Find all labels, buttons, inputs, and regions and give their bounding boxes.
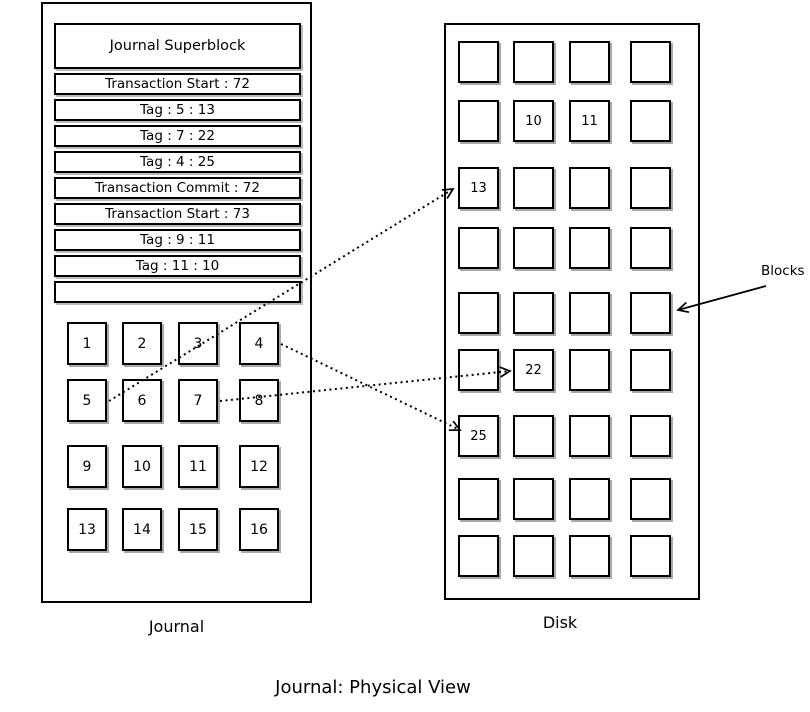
journal-block-15: 15	[178, 508, 218, 551]
blocks-label: Blocks	[761, 263, 805, 279]
disk-block-r3-c2	[513, 167, 554, 209]
disk-block-r9-c2	[513, 535, 554, 577]
disk-block-25: 25	[458, 415, 499, 457]
journal-block-5: 5	[67, 379, 107, 422]
disk-block-r6-c4	[630, 349, 671, 391]
superblock-row-2: Tag : 5 : 13	[54, 99, 301, 121]
journal-block-2: 2	[122, 322, 162, 365]
superblock-row-3: Tag : 7 : 22	[54, 125, 301, 147]
disk-block-r4-c2	[513, 227, 554, 269]
disk-block-r1-c4	[630, 41, 671, 83]
superblock-rows: Transaction Start : 72 Tag : 5 : 13 Tag : …	[54, 73, 301, 303]
disk-block-r6-c1	[458, 349, 499, 391]
disk-block-r5-c4	[630, 292, 671, 334]
disk-block-r7-c4	[630, 415, 671, 457]
disk-block-r8-c4	[630, 478, 671, 520]
journal-block-10: 10	[122, 445, 162, 488]
disk-block-13: 13	[458, 167, 499, 209]
journal-block-1: 1	[67, 322, 107, 365]
disk-block-r9-c3	[569, 535, 610, 577]
disk-block-r2-c4	[630, 100, 671, 142]
disk-block-r9-c4	[630, 535, 671, 577]
disk-block-r4-c3	[569, 227, 610, 269]
disk-block-r8-c2	[513, 478, 554, 520]
journal-label: Journal	[148, 617, 205, 636]
superblock-row-1: Transaction Start : 72	[54, 73, 301, 95]
journal-superblock: Journal Superblock Transaction Start : 7…	[54, 23, 301, 303]
journal-block-3: 3	[178, 322, 218, 365]
superblock-row-6: Transaction Start : 73	[54, 203, 301, 225]
journal-block-16: 16	[239, 508, 279, 551]
disk-block-r6-c3	[569, 349, 610, 391]
journal-block-12: 12	[239, 445, 279, 488]
superblock-row-5: Transaction Commit : 72	[54, 177, 301, 199]
disk-block-r1-c2	[513, 41, 554, 83]
superblock-row-9	[54, 281, 301, 303]
disk-block-r1-c3	[569, 41, 610, 83]
disk-block-r1-c1	[458, 41, 499, 83]
disk-block-r4-c1	[458, 227, 499, 269]
journal-block-11: 11	[178, 445, 218, 488]
superblock-header: Journal Superblock	[54, 23, 301, 69]
diagram-title: Journal: Physical View	[275, 677, 471, 698]
disk-block-22: 22	[513, 349, 554, 391]
journal-block-8: 8	[239, 379, 279, 422]
journal-block-13: 13	[67, 508, 107, 551]
disk-block-r7-c3	[569, 415, 610, 457]
journal-block-14: 14	[122, 508, 162, 551]
superblock-row-4: Tag : 4 : 25	[54, 151, 301, 173]
disk-block-r3-c4	[630, 167, 671, 209]
disk-block-11: 11	[569, 100, 610, 142]
journal-block-6: 6	[122, 379, 162, 422]
disk-block-r5-c3	[569, 292, 610, 334]
disk-block-r5-c1	[458, 292, 499, 334]
disk-label: Disk	[542, 613, 578, 632]
disk-block-r5-c2	[513, 292, 554, 334]
disk-block-r4-c4	[630, 227, 671, 269]
disk-block-r2-c1	[458, 100, 499, 142]
disk-block-r7-c2	[513, 415, 554, 457]
disk-block-r3-c3	[569, 167, 610, 209]
superblock-row-8: Tag : 11 : 10	[54, 255, 301, 277]
disk-block-r8-c3	[569, 478, 610, 520]
journal-block-7: 7	[178, 379, 218, 422]
disk-block-10: 10	[513, 100, 554, 142]
journal-block-9: 9	[67, 445, 107, 488]
disk-block-r9-c1	[458, 535, 499, 577]
journal-block-4: 4	[239, 322, 279, 365]
superblock-row-7: Tag : 9 : 11	[54, 229, 301, 251]
disk-block-r8-c1	[458, 478, 499, 520]
